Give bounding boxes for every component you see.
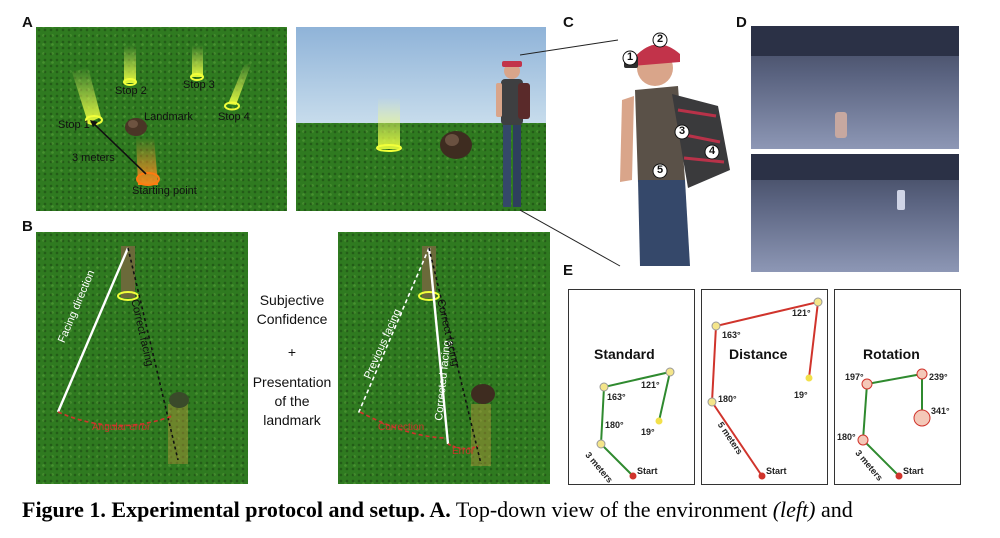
angular-error-arc [57, 411, 173, 427]
standard-angle-4: 19° [641, 427, 655, 437]
start-beam [136, 137, 160, 186]
scene-beam [378, 97, 400, 149]
panel-b-left-graphics [56, 246, 189, 464]
landmark-label: Landmark [144, 111, 193, 123]
start-label: Starting point [132, 185, 197, 197]
rotation-angle-2: 239° [929, 372, 948, 382]
of-the-label: of the [274, 393, 310, 409]
correction-label: Correction [378, 422, 425, 433]
rotation-title: Rotation [863, 346, 920, 362]
stop4-label: Stop 4 [218, 111, 250, 123]
correct-line [127, 247, 179, 461]
rotation-path [857, 368, 931, 480]
marker-1-label: 1 [627, 51, 634, 63]
distance-angle-4: 19° [794, 390, 808, 400]
rotation-angle-4: 341° [931, 406, 950, 416]
panel-label-c: C [563, 14, 574, 31]
caption-bold: Figure 1. Experimental protocol and setu… [22, 497, 451, 522]
panel-label-b: B [22, 218, 33, 235]
distance-label: 3 meters [72, 152, 115, 164]
zoom-line-bottom [520, 209, 621, 267]
distance-arrow [91, 121, 147, 175]
marker-4-label: 4 [709, 145, 716, 157]
panel-a-topdown: Stop 1 Stop 2 Stop 3 Stop 4 Landmark 3 m… [36, 27, 287, 211]
scene-beam-ring [376, 144, 402, 152]
panel-b-right: Previous facing Corrected facing Correct… [338, 232, 550, 484]
scene-graphics [376, 61, 530, 207]
stop3-label: Stop 3 [183, 79, 215, 91]
zoom-line-top [520, 39, 619, 56]
marker-2-label: 2 [657, 33, 664, 45]
angular-error-label: Angular error [92, 422, 151, 433]
landmark-rock [125, 118, 147, 136]
stop2-label: Stop 2 [115, 85, 147, 97]
subjective-label: Subjective [259, 292, 325, 308]
distance-angle-1: 163° [722, 330, 741, 340]
distance-title: Distance [729, 346, 788, 362]
condition-rotation: Rotation 197° 239° 180° 341° 3 meters St… [834, 289, 961, 485]
condition-standard: Standard 163° 121° 180° 19° 3 meters Sta… [568, 289, 695, 485]
person-top [835, 112, 847, 138]
stop1-label: Stop 1 [58, 119, 90, 131]
marker-2 [652, 32, 668, 48]
distance-angle-3: 180° [718, 394, 737, 404]
caption-text-2: and [815, 497, 853, 522]
scene-rock [440, 131, 472, 159]
panel-label-e: E [563, 262, 574, 279]
standard-path [596, 367, 675, 480]
correct-facing-line-right [428, 247, 482, 465]
corrected-facing-line [427, 247, 450, 445]
rotation-angle-1: 197° [845, 372, 864, 382]
marker-3-label: 3 [679, 125, 686, 137]
condition-distance: Distance 163° 121° 180° 19° 5 meters Sta… [701, 289, 828, 485]
room-photo-bottom [751, 154, 959, 272]
panel-c-graphics [520, 32, 730, 267]
landmark-rock-b [471, 384, 495, 404]
standard-angle-1: 163° [607, 392, 626, 402]
figure-caption: Figure 1. Experimental protocol and setu… [22, 497, 992, 523]
rotation-angle-3: 180° [837, 432, 856, 442]
room-photo-top [751, 26, 959, 149]
distance-path [707, 297, 823, 480]
participant-photo [620, 44, 730, 266]
previous-facing-line [357, 247, 430, 415]
rotation-start: Start [903, 466, 924, 476]
distance-angle-2: 121° [792, 308, 811, 318]
presentation-label: Presentation [252, 374, 332, 390]
caption-italic: (left) [772, 497, 816, 522]
panel-label-d: D [736, 14, 747, 31]
plus-label: + [287, 344, 297, 360]
standard-start: Start [637, 466, 658, 476]
marker-4 [704, 144, 720, 160]
distance-start: Start [766, 466, 787, 476]
scene-person [496, 61, 530, 207]
marker-3 [674, 124, 690, 140]
marker-5-label: 5 [657, 164, 664, 176]
error-label: Error [452, 446, 475, 457]
stop1-beam [72, 67, 103, 125]
panel-a-firstperson [296, 27, 546, 211]
caption-text-1: Top-down view of the environment [450, 497, 773, 522]
arrow-head [90, 120, 98, 127]
confidence-label: Confidence [256, 311, 328, 327]
stop2-beam [123, 45, 137, 86]
standard-angle-2: 121° [641, 380, 660, 390]
topdown-graphics [72, 45, 252, 186]
stop3-beam [190, 45, 204, 81]
person-bottom [897, 190, 905, 210]
panel-label-a: A [22, 14, 33, 31]
marker-1 [622, 50, 638, 66]
stop4-beam [224, 62, 252, 111]
marker-5 [652, 163, 668, 179]
standard-angle-3: 180° [605, 420, 624, 430]
panel-b-right-graphics [357, 246, 495, 466]
correction-arc [359, 411, 447, 439]
panel-b-left: Facing direction Correct facing Angular … [36, 232, 248, 484]
standard-title: Standard [594, 346, 655, 362]
error-arc [447, 443, 479, 450]
landmark-text-label: landmark [263, 412, 321, 428]
facing-line [56, 247, 130, 413]
